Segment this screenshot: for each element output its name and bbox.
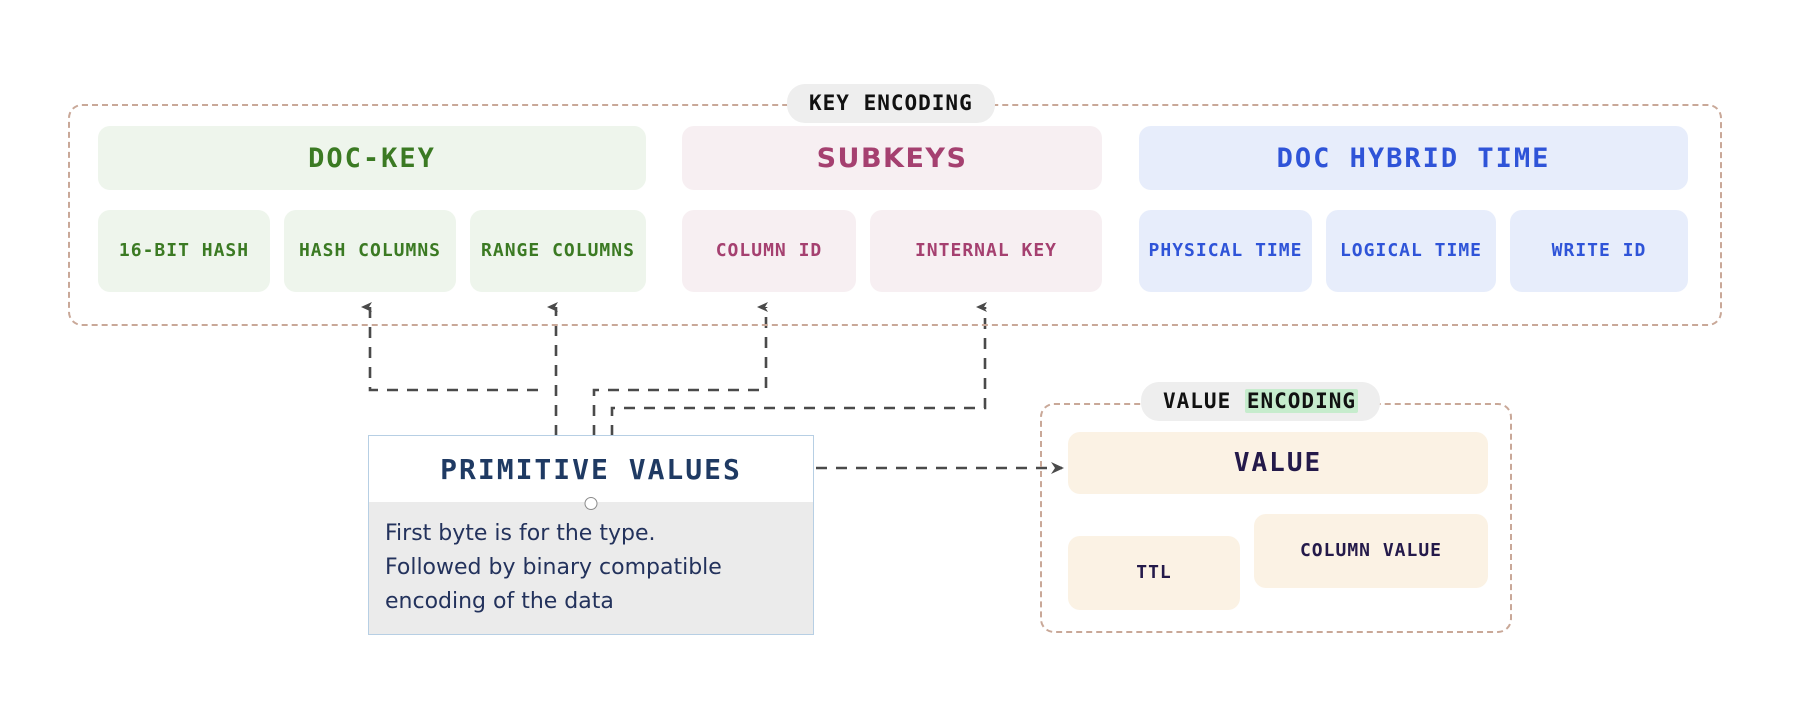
value-encoding-badge: VALUE ENCODING (1141, 382, 1381, 421)
doc-key-title: DOC-KEY (98, 126, 646, 190)
chip-internal-key[interactable]: INTERNAL KEY (870, 210, 1102, 292)
chip-range-columns[interactable]: RANGE COLUMNS (470, 210, 646, 292)
key-encoding-badge: KEY ENCODING (787, 84, 995, 123)
chip-hash-columns[interactable]: HASH COLUMNS (284, 210, 456, 292)
primitive-values-card[interactable]: PRIMITIVE VALUES First byte is for the t… (368, 435, 814, 635)
doc-hybrid-time-column: DOC HYBRID TIME PHYSICAL TIME LOGICAL TI… (1139, 126, 1688, 292)
doc-hybrid-time-title: DOC HYBRID TIME (1139, 126, 1688, 190)
value-encoding-column: VALUE TTL COLUMN VALUE (1068, 432, 1488, 610)
hybrid-chip-row: PHYSICAL TIME LOGICAL TIME WRITE ID (1139, 210, 1688, 292)
chip-column-value[interactable]: COLUMN VALUE (1254, 514, 1488, 588)
primitive-values-title: PRIMITIVE VALUES (369, 436, 813, 510)
doc-key-column: DOC-KEY 16-BIT HASH HASH COLUMNS RANGE C… (98, 126, 646, 292)
doc-key-chip-row: 16-BIT HASH HASH COLUMNS RANGE COLUMNS (98, 210, 646, 292)
value-chip-row: TTL COLUMN VALUE (1068, 514, 1488, 610)
connector-internal-key (610, 302, 987, 436)
chip-logical-time[interactable]: LOGICAL TIME (1326, 210, 1496, 292)
primitive-values-title-text: PRIMITIVE VALUES (440, 452, 742, 486)
value-encoding-badge-highlight: ENCODING (1244, 389, 1359, 413)
anchor-circle-icon (584, 497, 598, 510)
value-encoding-badge-prefix: VALUE (1163, 389, 1245, 413)
chip-column-id[interactable]: COLUMN ID (682, 210, 856, 292)
primitive-values-body: First byte is for the type. Followed by … (369, 502, 813, 634)
chip-16-bit-hash[interactable]: 16-BIT HASH (98, 210, 270, 292)
chip-write-id[interactable]: WRITE ID (1510, 210, 1688, 292)
chip-ttl[interactable]: TTL (1068, 536, 1240, 610)
subkeys-column: SUBKEYS COLUMN ID INTERNAL KEY (682, 126, 1102, 292)
value-title: VALUE (1068, 432, 1488, 494)
connector-column-id (592, 302, 768, 436)
chip-physical-time[interactable]: PHYSICAL TIME (1139, 210, 1312, 292)
subkeys-chip-row: COLUMN ID INTERNAL KEY (682, 210, 1102, 292)
subkeys-title: SUBKEYS (682, 126, 1102, 190)
